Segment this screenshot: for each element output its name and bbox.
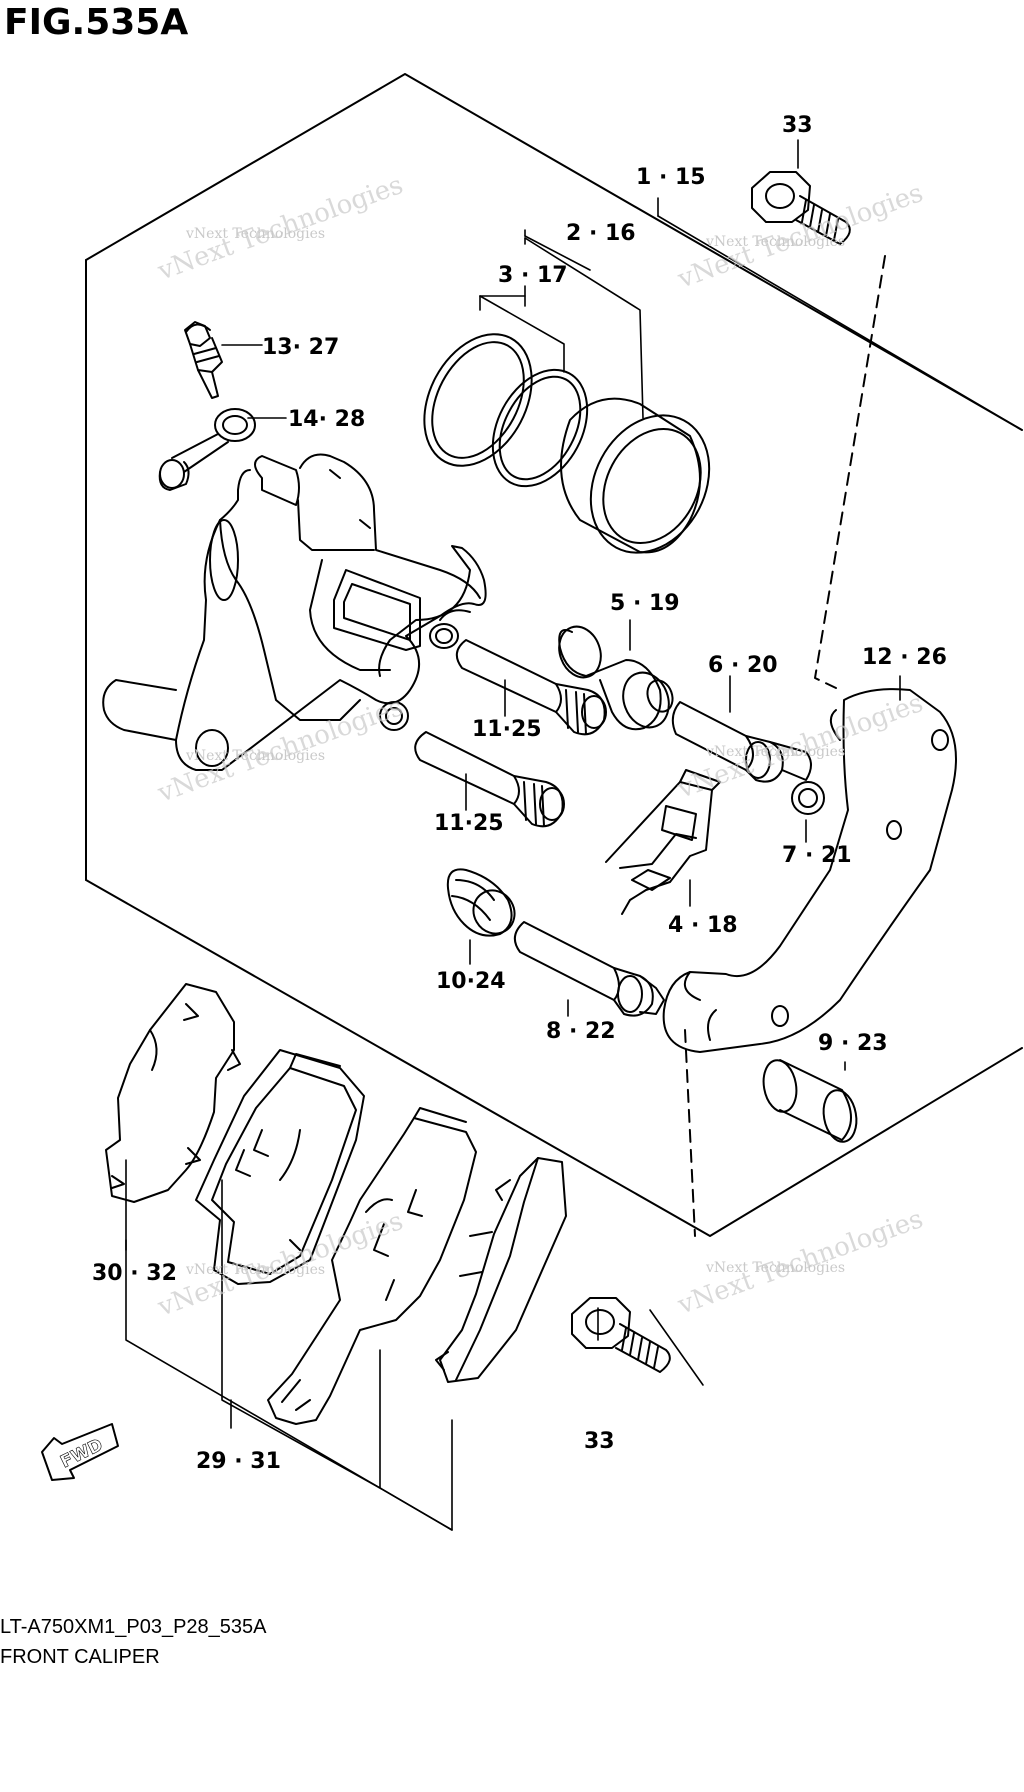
guide-dashes — [684, 255, 886, 1237]
watermark-text: vNext Technologies — [705, 1260, 845, 1276]
assembly-frame — [85, 73, 1023, 1237]
caliper-body — [102, 453, 487, 771]
pin-washer — [791, 781, 825, 815]
caliper-bracket — [662, 688, 957, 1053]
label-13-27[interactable]: 13· 27 — [262, 335, 339, 360]
label-33-top[interactable]: 33 — [782, 113, 813, 138]
guide-pin — [513, 921, 665, 1017]
bolt-33-top — [751, 171, 851, 245]
label-33-bottom[interactable]: 33 — [584, 1429, 615, 1454]
label-9-23[interactable]: 9 · 23 — [818, 1031, 888, 1056]
bleeder-screw — [184, 321, 223, 399]
label-3-17[interactable]: 3 · 17 — [498, 263, 568, 288]
brake-pad-outer — [105, 983, 241, 1203]
figure-code: LT-A750XM1_P03_P28_535A — [0, 1616, 267, 1638]
label-7-21[interactable]: 7 · 21 — [782, 843, 852, 868]
label-5-19[interactable]: 5 · 19 — [610, 591, 680, 616]
label-11-25-lower[interactable]: 11·25 — [434, 811, 504, 836]
slide-pin-lower — [414, 731, 565, 828]
part-labels: 33 1 · 15 2 · 16 3 · 17 13· 27 14· 28 5 … — [92, 113, 947, 1474]
brake-pad-inner-shim — [195, 1049, 365, 1285]
label-2-16[interactable]: 2 · 16 — [566, 221, 636, 246]
label-8-22[interactable]: 8 · 22 — [546, 1019, 616, 1044]
pad-spring — [605, 769, 721, 915]
figure-name: FRONT CALIPER — [0, 1646, 160, 1668]
watermark-text: vNext Technologies — [705, 744, 845, 760]
label-12-26[interactable]: 12 · 26 — [862, 645, 947, 670]
banjo-union — [158, 408, 256, 491]
pin-boot — [558, 625, 674, 731]
fwd-label: FWD — [57, 1435, 106, 1472]
bolt-33-bottom — [571, 1297, 671, 1373]
bracket-spacer — [762, 1059, 858, 1143]
label-29-31[interactable]: 29 · 31 — [196, 1449, 281, 1474]
leader-lines — [125, 139, 1023, 1531]
label-30-32[interactable]: 30 · 32 — [92, 1261, 177, 1286]
fwd-arrow-icon — [41, 1423, 119, 1481]
label-14-28[interactable]: 14· 28 — [288, 407, 365, 432]
label-6-20[interactable]: 6 · 20 — [708, 653, 778, 678]
figure-title: FIG.535A — [4, 2, 189, 43]
piston — [560, 397, 711, 554]
guide-boot — [446, 868, 516, 937]
watermark-text: vNext Technologies — [185, 226, 325, 242]
watermark-text: vNext Technologies — [185, 1262, 325, 1278]
label-11-25-upper[interactable]: 11·25 — [472, 717, 542, 742]
label-10-24[interactable]: 10·24 — [436, 969, 506, 994]
watermark-text: vNext Technologies — [705, 234, 845, 250]
watermark-text: vNext Technologies — [185, 748, 325, 764]
brake-pad-plate — [267, 1107, 477, 1425]
bracket-pin — [671, 701, 812, 783]
piston-seal-rings — [423, 333, 589, 488]
slide-pin-upper — [455, 639, 607, 736]
label-1-15[interactable]: 1 · 15 — [636, 165, 706, 190]
label-4-18[interactable]: 4 · 18 — [668, 913, 738, 938]
brake-pad-lining — [435, 1157, 567, 1383]
